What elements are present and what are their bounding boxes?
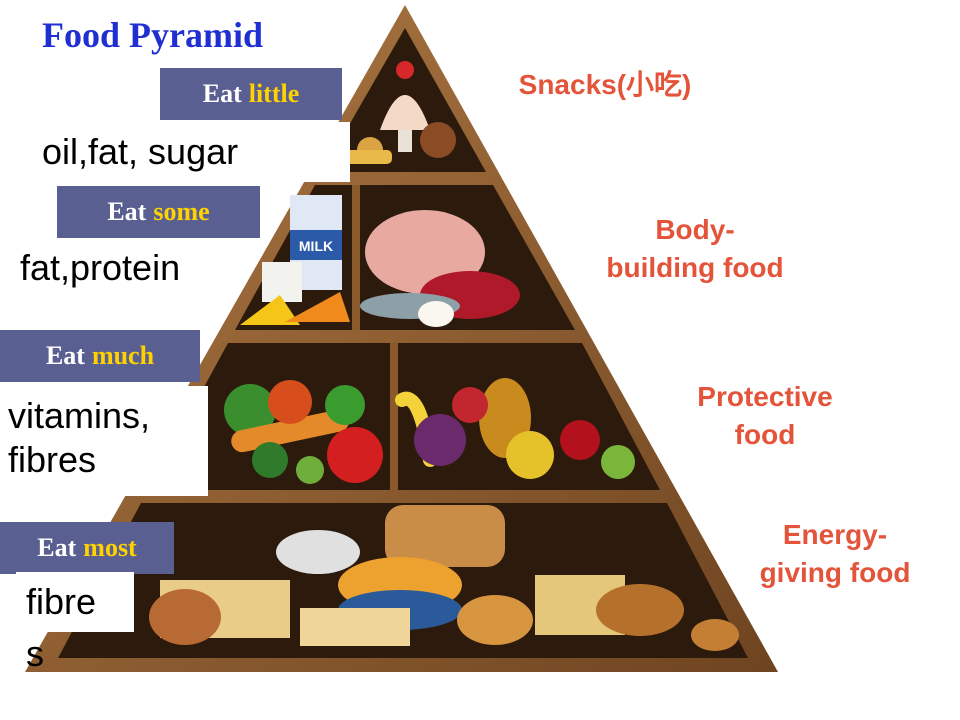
note-line: vitamins, (8, 395, 151, 436)
energy-nutrients-note: fibre (16, 572, 134, 632)
protective-food-label: Protective food (640, 378, 890, 454)
eat-amount: much (91, 341, 155, 370)
eat-amount: some (153, 197, 210, 226)
category-line: Snacks(小吃) (518, 69, 692, 100)
note-line: fibre (26, 581, 97, 622)
note-line: fat,protein (20, 247, 181, 288)
eat-amount: little (248, 79, 300, 108)
shelf-protective (148, 343, 660, 490)
energy-nutrients-note-overflow: s (16, 632, 66, 678)
divider (352, 185, 360, 330)
eat-amount: most (83, 533, 137, 562)
protective-nutrients-note: vitamins, fibres (0, 386, 208, 496)
energy-giving-label: Energy- giving food (725, 516, 945, 592)
category-line: giving food (759, 557, 911, 588)
note-line: oil,fat, sugar (42, 131, 239, 172)
category-line: food (734, 419, 796, 450)
body-building-label: Body- building food (570, 211, 820, 287)
category-line: Energy- (782, 519, 888, 550)
protein-foods: MILK (240, 195, 520, 327)
page-title: Food Pyramid (42, 15, 263, 55)
divider (390, 343, 398, 490)
category-line: Body- (655, 214, 735, 245)
category-line: Protective (697, 381, 833, 412)
body-building-nutrients-note: fat,protein (8, 240, 218, 296)
snacks-label: Snacks(小吃) (470, 66, 740, 104)
note-line: s (26, 633, 44, 674)
grain-foods (149, 505, 739, 651)
snack-nutrients-note: oil,fat, sugar (30, 122, 350, 182)
fruit-vegetable-foods (224, 378, 635, 484)
eat-word: Eat (37, 533, 77, 562)
category-line: building food (606, 252, 784, 283)
eat-word: Eat (45, 341, 85, 370)
eat-word: Eat (107, 197, 147, 226)
eat-word: Eat (202, 79, 242, 108)
svg-text:MILK: MILK (299, 238, 333, 254)
note-line: fibres (8, 439, 97, 480)
